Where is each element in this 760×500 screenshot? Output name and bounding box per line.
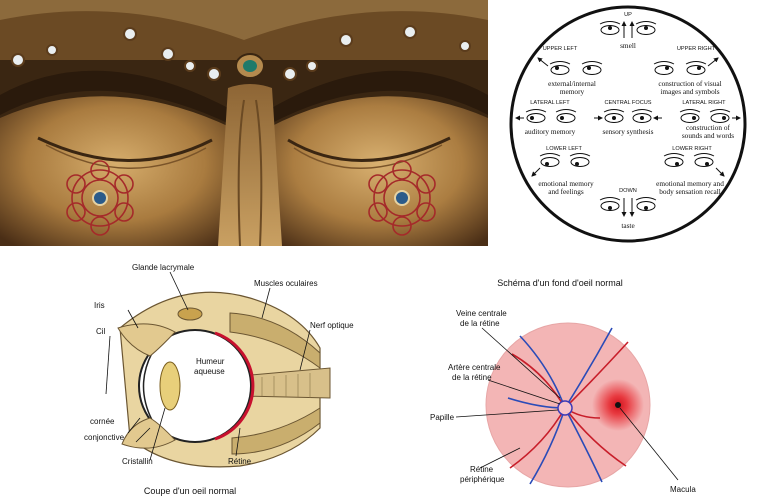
label-papille: Papille xyxy=(430,413,455,422)
constr-sound-line1: construction of xyxy=(686,123,731,132)
lower-left-eyes xyxy=(531,153,591,177)
emo-feel-line1: emotional memory xyxy=(538,179,594,188)
up-label: UP xyxy=(624,12,632,18)
lacrimal-gland xyxy=(177,307,203,321)
upper-left-label: UPPER LEFT xyxy=(543,46,578,52)
label-glande: Glande lacrymale xyxy=(132,263,195,272)
emo-body-line1: emotional memory and xyxy=(656,179,724,188)
lateral-right-eyes xyxy=(679,109,741,123)
retina-layer xyxy=(214,331,255,441)
label-cristallin: Cristallin xyxy=(122,457,153,466)
upper-eyelid xyxy=(117,323,176,357)
left-closed-eye xyxy=(37,136,213,162)
eye-section-svg: Glande lacrymale Muscles oculaires Iris … xyxy=(84,263,354,496)
lens xyxy=(159,361,181,411)
fundus-svg: Schéma d'un fond d'oeil normal Veine cen… xyxy=(430,278,696,494)
retinal-vessels xyxy=(507,327,629,485)
label-muscles: Muscles oculaires xyxy=(254,279,318,288)
eyeball xyxy=(138,329,252,443)
central-focus-label: CENTRAL FOCUS xyxy=(604,100,651,106)
ext-memory-line2: memory xyxy=(560,87,585,96)
down-label: DOWN xyxy=(619,188,637,194)
right-closed-eye xyxy=(287,136,451,162)
emo-feel-line2: and feelings xyxy=(548,187,584,196)
fundus-title: Schéma d'un fond d'oeil normal xyxy=(497,278,623,288)
cues-circle xyxy=(509,5,747,243)
eye-cues-svg: UP smell UPPER LEFT external/internal me… xyxy=(509,5,747,243)
buddha-eyes-illustration xyxy=(0,0,488,246)
emo-body-line2: body sensation recall xyxy=(659,187,721,196)
label-cornee: cornée xyxy=(90,417,115,426)
label-iris: Iris xyxy=(94,301,105,310)
lower-eyelid xyxy=(121,417,176,449)
right-flower-ornament xyxy=(368,160,436,236)
eye-accessing-cues-diagram: UP smell UPPER LEFT external/internal me… xyxy=(488,0,760,246)
construction-line1: construction of visual xyxy=(658,79,721,88)
label-nerf: Nerf optique xyxy=(310,321,354,330)
buddha-eyes-image xyxy=(0,0,488,246)
lower-right-label: LOWER RIGHT xyxy=(672,146,712,152)
up-eyes xyxy=(599,21,657,38)
sensory-label: sensory synthesis xyxy=(603,127,654,136)
lower-left-label: LOWER LEFT xyxy=(546,146,582,152)
label-veine-2: de la rétine xyxy=(460,319,500,328)
section-caption: Coupe d'un oeil normal xyxy=(144,486,236,496)
upper-right-label: UPPER RIGHT xyxy=(677,46,716,52)
label-retine: Rétine xyxy=(228,457,252,466)
lower-right-eyes xyxy=(663,153,725,177)
eye-cross-section-diagram: Glande lacrymale Muscles oculaires Iris … xyxy=(0,258,380,500)
label-conjonctive: conjonctive xyxy=(84,433,125,442)
optic-disc xyxy=(557,400,573,416)
upper-left-eyes xyxy=(537,57,603,75)
taste-label: taste xyxy=(621,221,634,230)
label-veine-1: Veine centrale xyxy=(456,309,507,318)
central-eyes xyxy=(594,109,662,123)
label-peri-2: périphérique xyxy=(460,475,505,484)
label-macula: Macula xyxy=(670,485,696,494)
construction-line2: images and symbols xyxy=(660,87,719,96)
constr-sound-line2: sounds and words xyxy=(682,131,734,140)
label-peri-1: Rétine xyxy=(470,465,494,474)
lateral-right-label: LATERAL RIGHT xyxy=(682,100,726,106)
cornea xyxy=(142,352,153,421)
lateral-left-label: LATERAL LEFT xyxy=(530,100,570,106)
ext-memory-line1: external/internal xyxy=(548,79,596,88)
left-flower-ornament xyxy=(66,160,134,236)
label-humeur-1: Humeur xyxy=(196,357,225,366)
smell-label: smell xyxy=(620,41,636,50)
upper-right-eyes xyxy=(653,57,719,75)
label-artere-2: de la rétine xyxy=(452,373,492,382)
fundus-diagram: Schéma d'un fond d'oeil normal Veine cen… xyxy=(380,258,760,500)
label-cil: Cil xyxy=(96,327,106,336)
lateral-left-eyes xyxy=(515,109,577,123)
label-artere-1: Artère centrale xyxy=(448,363,501,372)
auditory-label: auditory memory xyxy=(525,127,576,136)
down-eyes xyxy=(599,197,657,217)
label-humeur-2: aqueuse xyxy=(194,367,225,376)
